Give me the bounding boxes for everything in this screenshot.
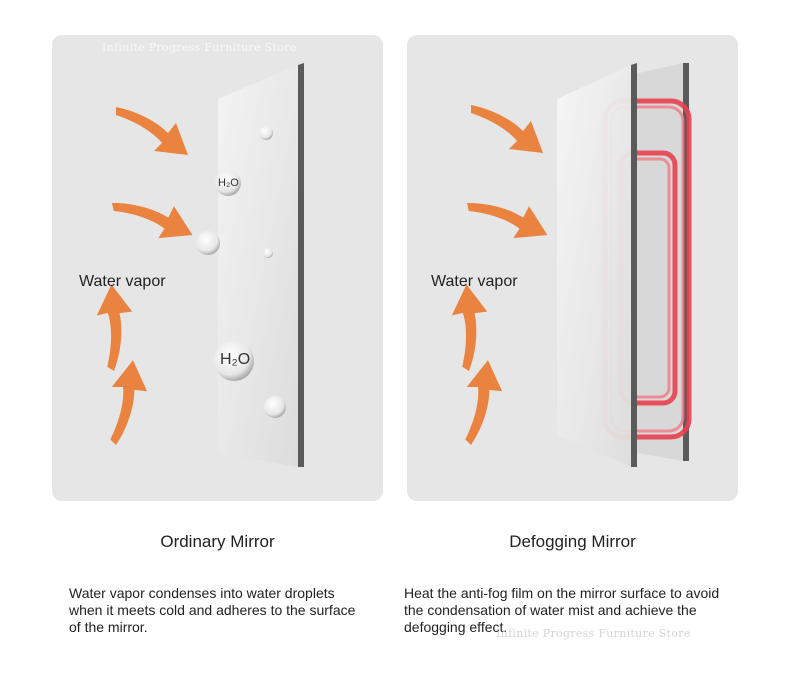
- ordinary-mirror-graphic: [73, 63, 304, 467]
- water-droplet: [196, 231, 220, 255]
- water-droplet: [263, 248, 273, 258]
- water-droplets: [196, 126, 286, 418]
- vapor-arrow: [82, 360, 167, 445]
- vapor-arrow: [437, 360, 522, 445]
- vapor-arrow: [471, 105, 543, 153]
- mirror-pane: [218, 63, 304, 467]
- ordinary-mirror-title: Ordinary Mirror: [160, 532, 275, 551]
- vapor-arrow: [467, 188, 548, 250]
- droplet-label: H₂O: [218, 177, 239, 189]
- vapor-arrow: [73, 284, 153, 371]
- droplet-label: H₂O: [220, 351, 251, 368]
- water-droplet: [215, 170, 241, 196]
- defogging-mirror-description: Heat the anti-fog film on the mirror sur…: [404, 585, 720, 635]
- defogging-mirror-illustration: Water vapor: [407, 35, 738, 501]
- water-droplet: [214, 341, 254, 381]
- ordinary-mirror-illustration: Water vapor Infinite Progress Furniture …: [52, 35, 383, 501]
- watermark: Infinite Progress Furniture Store: [496, 627, 691, 640]
- water-droplet: [259, 126, 273, 140]
- watermark: Infinite Progress Furniture Store: [102, 41, 297, 54]
- water-droplet: [264, 396, 286, 418]
- vapor-arrow: [112, 188, 193, 250]
- ordinary-mirror-description: Water vapor condenses into water droplet…: [69, 585, 356, 635]
- water-vapor-label: Water vapor: [431, 273, 518, 290]
- defogging-mirror-title: Defogging Mirror: [509, 532, 636, 551]
- water-vapor-label: Water vapor: [79, 273, 166, 290]
- mirror-pane: [557, 63, 637, 467]
- defogging-mirror-graphic: [428, 63, 692, 467]
- vapor-arrow: [428, 284, 508, 371]
- vapor-arrow: [116, 107, 188, 155]
